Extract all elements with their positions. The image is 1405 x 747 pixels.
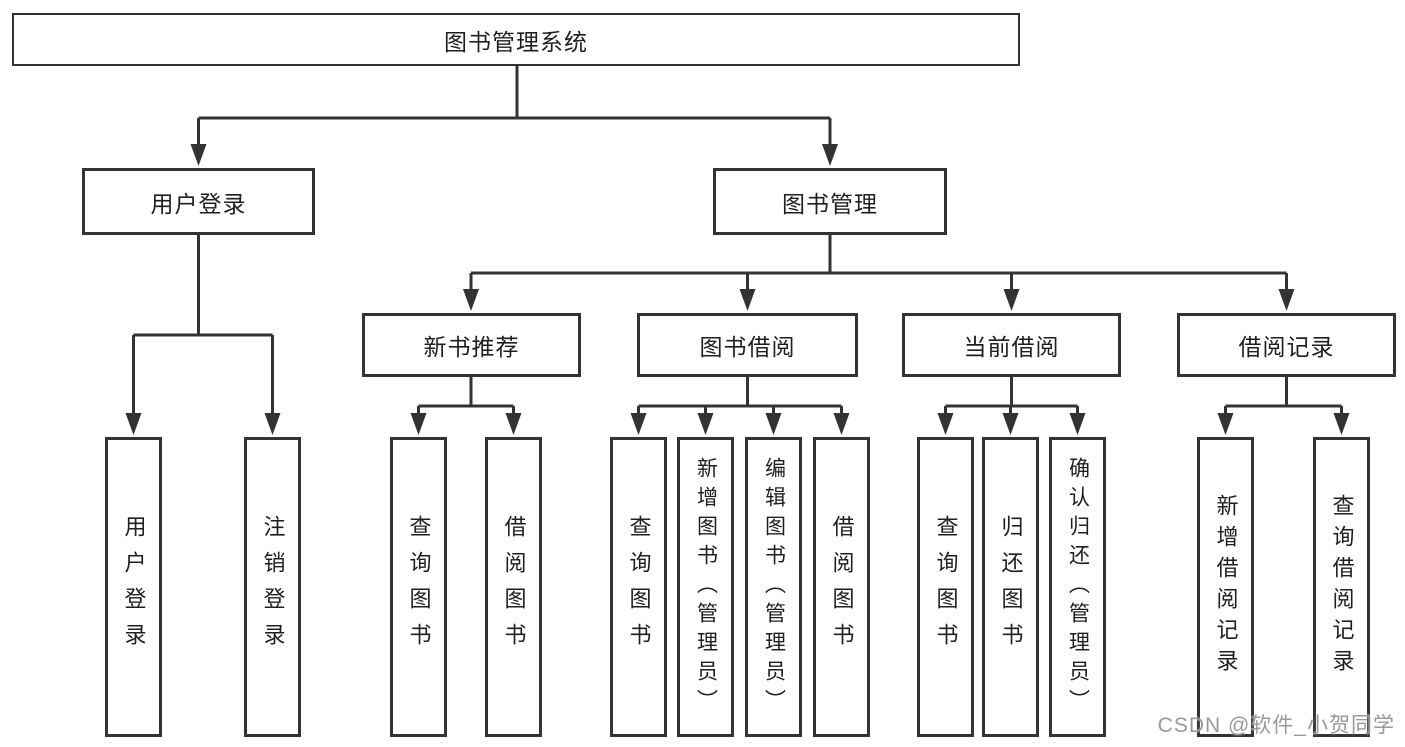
leaf-user-login: 用户登录 <box>105 437 162 737</box>
leaf-borrow-books: 借阅图书 <box>813 437 870 737</box>
node-book-management: 图书管理 <box>713 168 947 235</box>
node-new-book-recommend: 新书推荐 <box>362 313 581 377</box>
leaf-borrow-books-recommend: 借阅图书 <box>485 437 542 737</box>
leaf-add-books-admin: 新增图书（管理员） <box>677 437 734 737</box>
leaf-query-books-recommend: 查询图书 <box>390 437 447 737</box>
leaf-edit-books-admin: 编辑图书（管理员） <box>745 437 802 737</box>
leaf-query-books-borrow: 查询图书 <box>610 437 667 737</box>
node-borrow-records: 借阅记录 <box>1177 313 1396 377</box>
leaf-query-borrow-record: 查询借阅记录 <box>1313 437 1370 737</box>
leaf-logout: 注销登录 <box>244 437 301 737</box>
leaf-add-borrow-record: 新增借阅记录 <box>1197 437 1254 737</box>
leaf-confirm-return-admin: 确认归还（管理员） <box>1049 437 1106 737</box>
node-root-library-system: 图书管理系统 <box>12 13 1020 66</box>
node-book-borrow: 图书借阅 <box>637 313 858 377</box>
csdn-watermark: CSDN @软件_小贺同学 <box>1157 714 1395 737</box>
leaf-query-books-current: 查询图书 <box>917 437 974 737</box>
node-user-login: 用户登录 <box>82 168 315 235</box>
node-current-borrow: 当前借阅 <box>902 313 1121 377</box>
leaf-return-books: 归还图书 <box>982 437 1039 737</box>
